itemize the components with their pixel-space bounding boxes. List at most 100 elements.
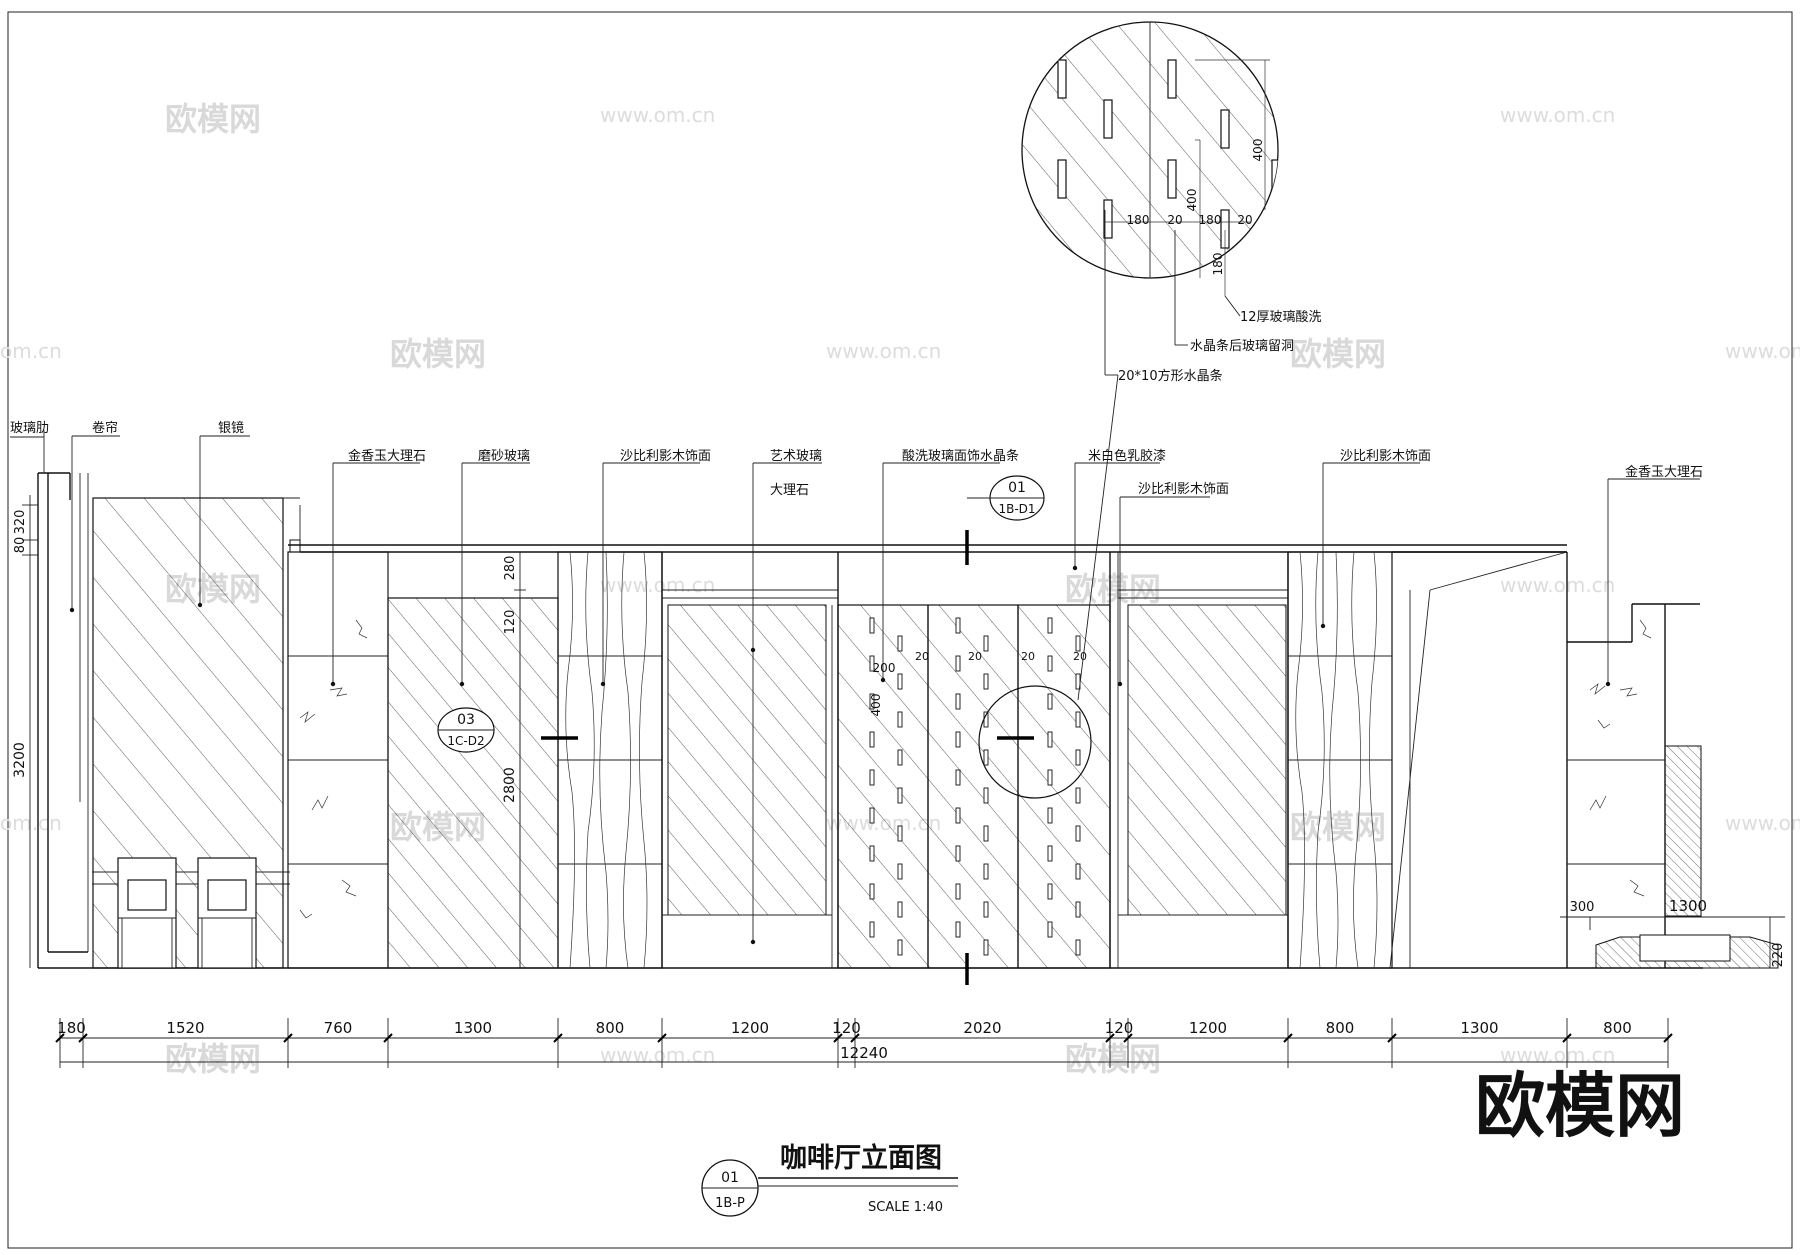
detail-dim: 180: [1199, 213, 1222, 227]
sapele-panel-2: [1287, 551, 1393, 969]
marble-panel-right: [1566, 603, 1779, 969]
brand-logo: 欧模网: [1475, 1065, 1685, 1147]
crystal-strip: [897, 901, 903, 918]
v-dim: 120: [503, 610, 518, 635]
dimension-segment: 120: [832, 1019, 861, 1037]
dimension-segment: 180: [57, 1019, 86, 1037]
label-art-glass: 艺术玻璃: [770, 449, 822, 464]
v-dim: 320: [13, 510, 28, 535]
crystal-strip: [983, 825, 989, 842]
marble-panel-left: [287, 551, 389, 969]
label-marble-right: 金香玉大理石: [1625, 464, 1703, 480]
dimension-segment: 760: [324, 1019, 353, 1037]
crystal-strip: [1075, 635, 1081, 652]
crystal-strip: [1075, 787, 1081, 804]
v-dim: 200: [873, 661, 896, 675]
section-symbol-top: 01: [1008, 480, 1026, 496]
v-dim: 20: [1021, 650, 1035, 663]
v-dim: 280: [503, 556, 518, 581]
crystal-strip: [869, 807, 875, 824]
watermark-url: www.om.cn: [600, 103, 715, 127]
sapele-panel-1: [557, 551, 663, 969]
section-symbol-1: 01 1B-D1: [967, 475, 1045, 521]
dimension-segment: 120: [1105, 1019, 1134, 1037]
crystal-strip: [983, 635, 989, 652]
detail-dim: 180: [1211, 253, 1225, 276]
detail-callout: 180 20 180 20 400 400 180 12厚玻璃酸洗 水晶条后玻璃…: [1021, 21, 1322, 701]
crystal-strip: [869, 845, 875, 862]
v-dim: 20: [915, 650, 929, 663]
crystal-strip: [1220, 109, 1230, 149]
crystal-strip: [1047, 655, 1053, 672]
section-symbol-bottom: 1C-D2: [447, 734, 484, 748]
v-dim: 400: [869, 694, 883, 717]
detail-note: 水晶条后玻璃留洞: [1190, 338, 1294, 354]
drawing-title: 咖啡厅立面图: [780, 1142, 942, 1174]
crystal-strip: [955, 883, 961, 900]
crystal-strip: [897, 749, 903, 766]
crystal-strip: [897, 863, 903, 880]
material-labels: 玻璃肋 卷帘 银镜 金香玉大理石 磨砂玻璃 沙比利影木饰面 艺术玻璃 大理石 酸…: [10, 420, 1703, 945]
crystal-strip: [1057, 159, 1067, 199]
label-frosted-glass: 磨砂玻璃: [478, 449, 530, 464]
watermark-url: www.om.cn: [1725, 339, 1800, 363]
label-sapele-1: 沙比利影木饰面: [620, 449, 711, 464]
crystal-strip: [955, 845, 961, 862]
crystal-strip: [955, 769, 961, 786]
title-symbol-top: 01: [721, 1170, 739, 1186]
art-glass-panel: [661, 552, 838, 968]
crystal-strip: [897, 787, 903, 804]
watermark-brand: 欧模网: [1290, 335, 1386, 373]
crystal-strip: [1047, 883, 1053, 900]
crystal-strip: [1075, 711, 1081, 728]
crystal-strip: [1047, 921, 1053, 938]
crystal-strip: [869, 617, 875, 634]
label-marble: 大理石: [770, 483, 809, 498]
v-dim: 3200: [12, 742, 28, 778]
dimension-segment: 1300: [1460, 1019, 1498, 1037]
crystal-strip: [1047, 693, 1053, 710]
crystal-strip: [869, 883, 875, 900]
detail-dim: 20: [1237, 213, 1252, 227]
crystal-strip: [869, 921, 875, 938]
watermark-brand: 欧模网: [165, 100, 261, 138]
crystal-strip: [1075, 825, 1081, 842]
dimension-segment: 1200: [1189, 1019, 1227, 1037]
crystal-strip: [1075, 749, 1081, 766]
crystal-strip: [955, 693, 961, 710]
v-dim: 2800: [502, 767, 518, 803]
chair: [197, 857, 257, 969]
v-dim: 1300: [1669, 897, 1707, 915]
chair: [92, 857, 290, 969]
title-block: 01 1B-P 咖啡厅立面图 SCALE 1:40: [701, 1142, 958, 1217]
crystal-strip: [1075, 939, 1081, 956]
watermark-brand: 欧模网: [390, 335, 486, 373]
detail-note: 20*10方形水晶条: [1118, 368, 1223, 384]
drawing-scale: SCALE 1:40: [868, 1200, 943, 1215]
watermark-url: www.om.cn: [1500, 1043, 1615, 1067]
watermark-brand: 欧模网: [1290, 808, 1386, 846]
label-glass-fin: 玻璃肋: [10, 421, 49, 436]
crystal-strip: [955, 655, 961, 672]
label-silver-mirror: 银镜: [218, 421, 244, 436]
dimension-segment: 2020: [963, 1019, 1001, 1037]
watermark-url: www.om.cn: [600, 1043, 715, 1067]
crystal-strip: [955, 807, 961, 824]
frosted-glass-panel: [387, 552, 559, 969]
dimension-segment: 1520: [166, 1019, 204, 1037]
crystal-strip: [897, 939, 903, 956]
label-roller-blind: 卷帘: [92, 420, 118, 436]
watermark-url: www.om.cn: [1500, 103, 1615, 127]
crystal-strip: [897, 635, 903, 652]
v-dim: 220: [1771, 943, 1786, 968]
crystal-strip: [869, 655, 875, 672]
crystal-strip: [955, 617, 961, 634]
crystal-strip: [1103, 199, 1113, 239]
label-sapele-2: 沙比利影木饰面: [1138, 482, 1229, 497]
crystal-strip: [1167, 159, 1177, 199]
watermark-url: www.om.cn: [1500, 573, 1615, 597]
v-dim: 80: [13, 537, 28, 554]
detail-dim: 180: [1127, 213, 1150, 227]
crystal-strip: [955, 921, 961, 938]
